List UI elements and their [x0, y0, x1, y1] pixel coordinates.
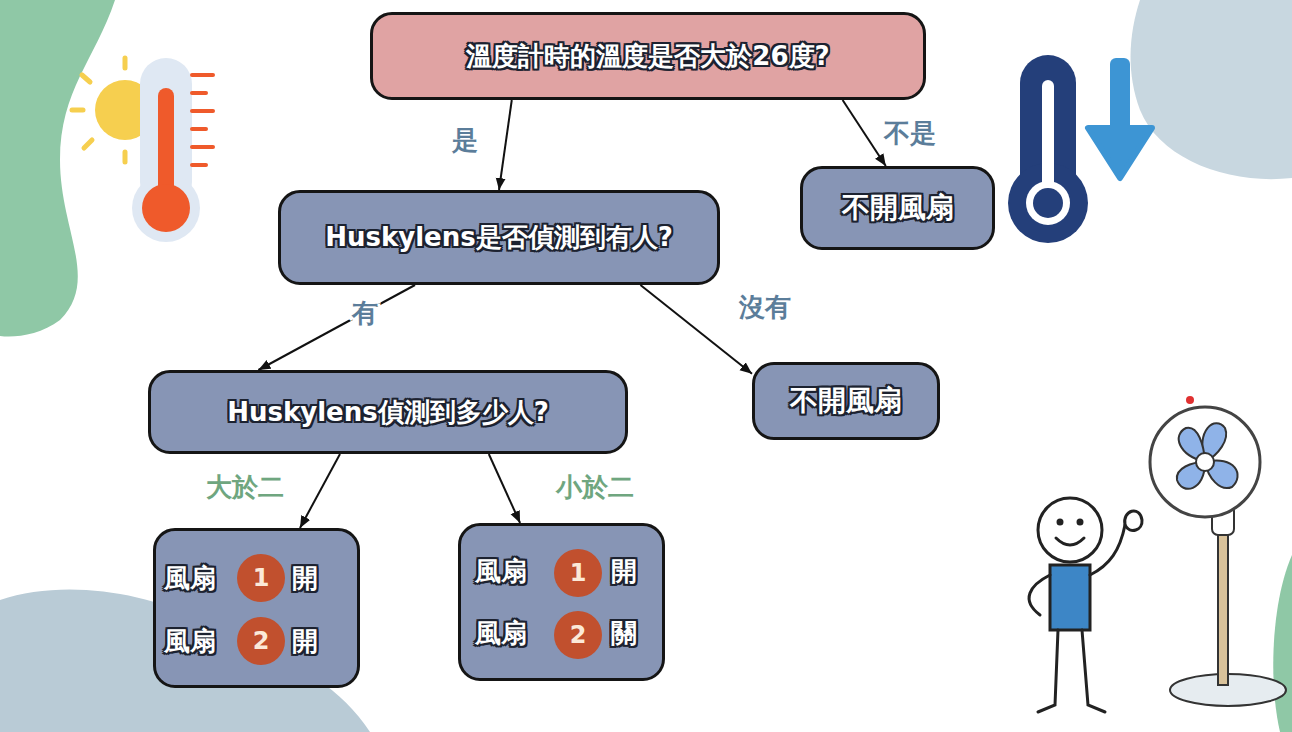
- node-text: 不開風扇: [842, 189, 954, 227]
- number-circle: 2: [237, 617, 285, 665]
- result-box: 風扇開風扇開12: [153, 528, 360, 688]
- arrow-connector: [499, 100, 512, 190]
- number-circle: 2: [554, 611, 602, 659]
- decision-box: 溫度計時的溫度是否大於26度?: [370, 12, 926, 100]
- edge-label: 沒有: [739, 290, 791, 325]
- node-text: 關: [611, 616, 637, 651]
- node-text: 風扇: [475, 554, 527, 589]
- edge-label: 有: [352, 296, 378, 331]
- decision-box: Huskylens偵測到多少人?: [148, 370, 628, 454]
- node-text: 溫度計時的溫度是否大於26度?: [466, 39, 829, 74]
- number-circle: 1: [237, 554, 285, 602]
- node-text: 開: [292, 561, 318, 596]
- edge-label: 不是: [884, 116, 936, 151]
- decision-box: Huskylens是否偵測到有人?: [278, 190, 720, 285]
- arrow-connector: [489, 454, 520, 523]
- node-text: 不開風扇: [790, 382, 902, 420]
- circle-number: 1: [570, 559, 587, 587]
- edge-label: 是: [452, 123, 478, 158]
- result-box: 不開風扇: [752, 362, 940, 440]
- arrow-connector: [258, 285, 415, 370]
- node-text: 風扇: [164, 624, 216, 659]
- node-text: Huskylens偵測到多少人?: [227, 395, 549, 430]
- node-text: 風扇: [164, 561, 216, 596]
- circle-number: 2: [253, 627, 270, 655]
- result-box: 不開風扇: [800, 166, 995, 250]
- circle-number: 1: [253, 564, 270, 592]
- arrow-connector: [843, 100, 886, 166]
- result-box: 風扇開風扇關12: [458, 523, 665, 681]
- arrow-connector: [300, 454, 340, 528]
- circle-number: 2: [570, 621, 587, 649]
- arrow-connector: [640, 285, 752, 374]
- number-circle: 1: [554, 549, 602, 597]
- node-text: 開: [611, 554, 637, 589]
- node-text: 風扇: [475, 616, 527, 651]
- edge-label: 大於二: [206, 470, 284, 505]
- node-text: 開: [292, 624, 318, 659]
- edge-label: 小於二: [556, 470, 634, 505]
- node-text: Huskylens是否偵測到有人?: [325, 220, 673, 255]
